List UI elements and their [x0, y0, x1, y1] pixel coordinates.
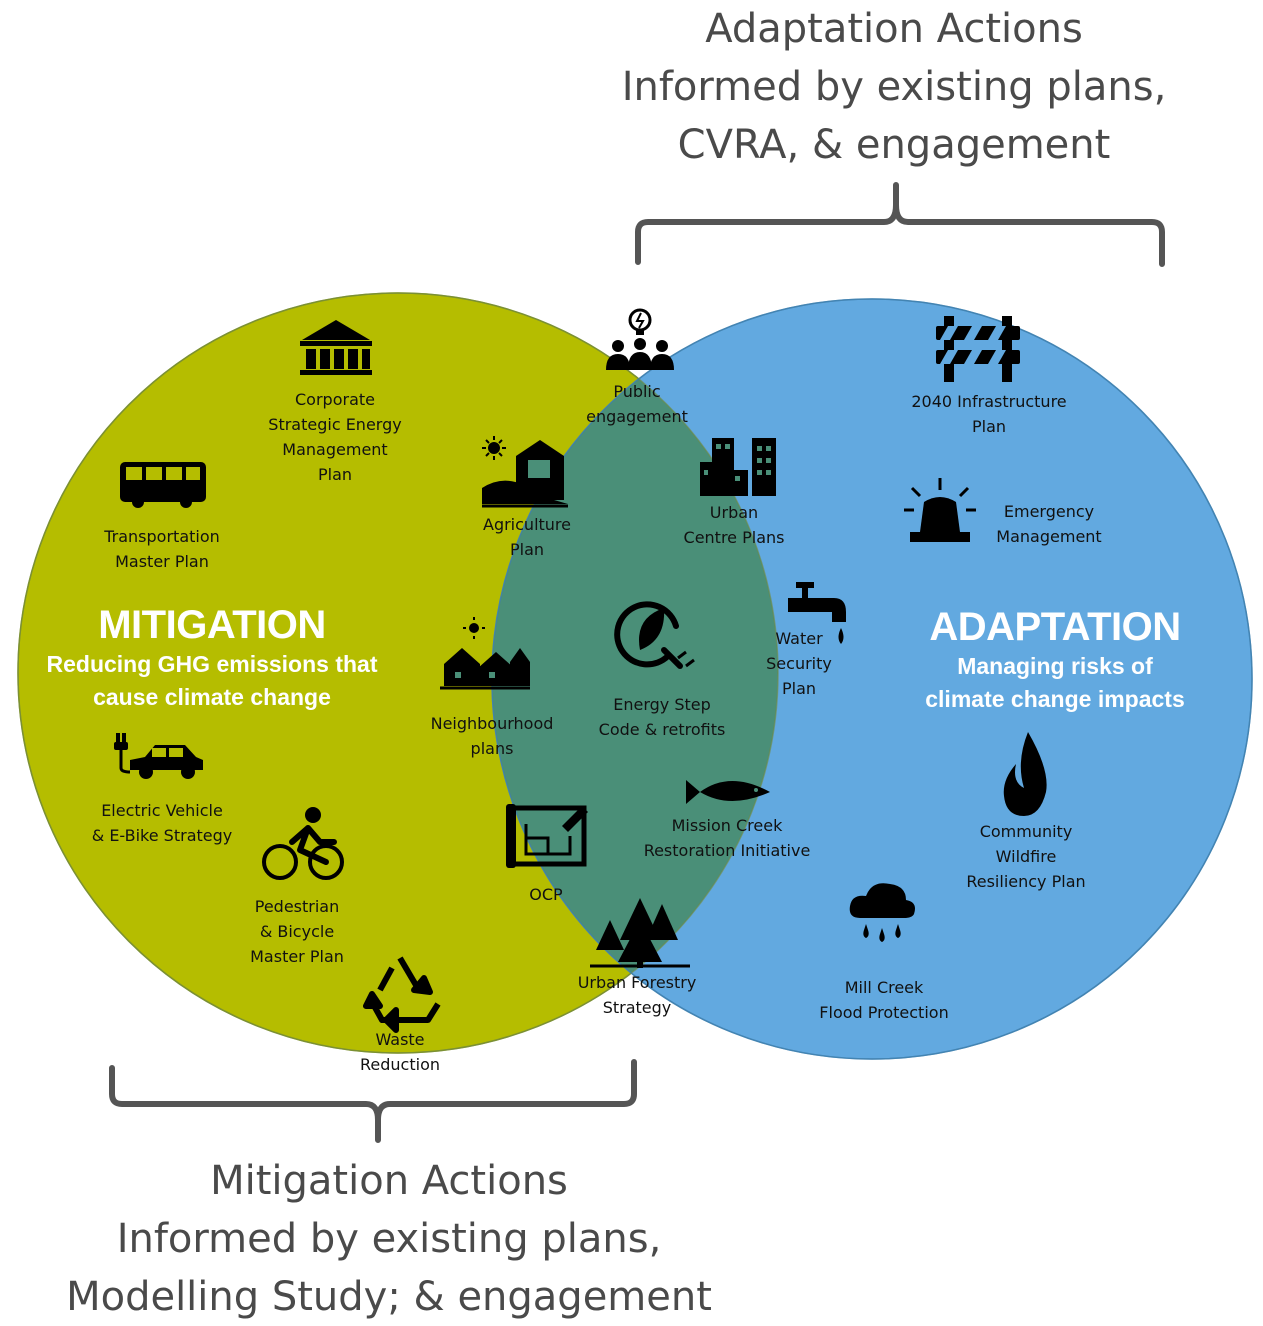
label-waste: Waste Reduction [360, 1027, 440, 1077]
fish-icon [686, 780, 770, 804]
label-energy-step: Energy Step Code & retrofits [599, 692, 726, 742]
fire-icon [1003, 732, 1047, 816]
barn-icon [482, 436, 568, 508]
government-building-icon [300, 320, 372, 375]
label-public-engagement: Public engagement [586, 379, 688, 429]
label-water-security: Water Security Plan [766, 626, 832, 701]
label-pedestrian: Pedestrian & Bicycle Master Plan [250, 894, 344, 969]
label-line: Flood Protection [819, 1003, 949, 1022]
adaptation-bracket-line2: Informed by existing plans, [621, 64, 1167, 110]
label-ev-strategy: Electric Vehicle & E-Bike Strategy [92, 798, 232, 848]
label-line: Electric Vehicle [101, 801, 223, 820]
label-line: Wildfire [995, 847, 1057, 866]
label-line: Corporate [295, 390, 375, 409]
barrier-icon [936, 316, 1020, 382]
bus-icon [120, 462, 206, 508]
electric-car-icon [114, 733, 203, 779]
label-line: Waste [375, 1030, 425, 1049]
city-buildings-icon [700, 438, 776, 496]
label-line: & Bicycle [259, 922, 335, 941]
label-line: Plan [971, 417, 1007, 436]
adaptation-subtitle-line1: Managing risks of [957, 653, 1153, 679]
adaptation-bracket [635, 182, 1165, 267]
adaptation-title: ADAPTATION [929, 605, 1181, 649]
recycle-icon [363, 956, 441, 1033]
adaptation-bracket-line1: Adaptation Actions [705, 6, 1083, 52]
mitigation-bracket [109, 1059, 637, 1143]
mitigation-subtitle-line1: Reducing GHG emissions that [46, 651, 378, 677]
label-agriculture: Agriculture Plan [483, 512, 571, 562]
label-line: Mill Creek [844, 978, 924, 997]
label-line: Security [766, 654, 832, 673]
label-neighbourhood: Neighbourhood plans [431, 711, 554, 761]
label-line: Mission Creek [671, 816, 783, 835]
blueprint-icon [506, 804, 588, 868]
siren-icon [904, 478, 976, 542]
rain-cloud-icon [849, 883, 915, 942]
mitigation-bracket-line3: Modelling Study; & engagement [66, 1274, 712, 1320]
cyclist-icon [262, 807, 344, 880]
label-line: 2040 Infrastructure [911, 392, 1067, 411]
label-line: Agriculture [483, 515, 571, 534]
label-line: Strategy [602, 998, 672, 1017]
label-line: Management [282, 440, 388, 459]
label-line: Energy Step [613, 695, 711, 714]
label-ocp: OCP [529, 882, 562, 907]
label-line: Management [996, 527, 1102, 546]
adaptation-subtitle-line2: climate change impacts [925, 686, 1185, 712]
adaptation-bracket-line3: CVRA, & engagement [677, 122, 1111, 168]
label-flood: Mill Creek Flood Protection [819, 975, 948, 1025]
mitigation-title: MITIGATION [98, 603, 326, 647]
houses-icon [440, 617, 530, 690]
mitigation-bracket-line2: Informed by existing plans, [116, 1216, 662, 1262]
label-line: Urban [709, 503, 759, 522]
label-line: Reduction [360, 1055, 440, 1074]
adaptation-heading: ADAPTATION Managing risks of climate cha… [925, 604, 1185, 716]
label-line: Emergency [1003, 502, 1095, 521]
label-line: Centre Plans [683, 528, 785, 547]
label-line: plans [470, 739, 514, 758]
people-lightbulb-icon [606, 308, 674, 370]
mitigation-bracket-line1: Mitigation Actions [210, 1158, 568, 1204]
label-emergency: Emergency Management [996, 499, 1101, 549]
overlap-region [492, 299, 778, 1053]
label-wildfire: Community Wildfire Resiliency Plan [966, 819, 1085, 894]
label-line: Plan [317, 465, 353, 484]
leaf-plug-icon [614, 601, 695, 669]
label-line: & E-Bike Strategy [91, 826, 233, 845]
label-urban-centre: Urban Centre Plans [684, 500, 785, 550]
label-line: Transportation [104, 527, 220, 546]
label-line: Master Plan [250, 947, 344, 966]
label-line: Pedestrian [254, 897, 340, 916]
trees-icon [590, 898, 690, 968]
label-line: Plan [509, 540, 545, 559]
label-urban-forestry: Urban Forestry Strategy [578, 970, 697, 1020]
label-line: Strategic Energy [268, 415, 402, 434]
mitigation-bracket-label: Mitigation Actions Informed by existing … [66, 1152, 712, 1326]
mitigation-heading: MITIGATION Reducing GHG emissions that c… [47, 602, 378, 714]
mitigation-subtitle-line2: cause climate change [93, 684, 331, 710]
label-line: Resiliency Plan [966, 872, 1086, 891]
adaptation-bracket-label: Adaptation Actions Informed by existing … [622, 0, 1167, 174]
label-corporate-energy: Corporate Strategic Energy Management Pl… [268, 387, 401, 487]
label-mission-creek: Mission Creek Restoration Initiative [644, 813, 811, 863]
label-infrastructure: 2040 Infrastructure Plan [911, 389, 1066, 439]
label-line: Master Plan [115, 552, 209, 571]
label-line: Water [775, 629, 823, 648]
label-line: OCP [529, 885, 563, 904]
label-transportation: Transportation Master Plan [104, 524, 220, 574]
label-line: Code & retrofits [598, 720, 726, 739]
label-line: engagement [586, 407, 688, 426]
label-line: Plan [781, 679, 817, 698]
label-line: Urban Forestry [577, 973, 697, 992]
label-line: Neighbourhood [430, 714, 554, 733]
label-line: Public [613, 382, 661, 401]
label-line: Restoration Initiative [643, 841, 811, 860]
faucet-icon [788, 582, 846, 644]
label-line: Community [979, 822, 1073, 841]
